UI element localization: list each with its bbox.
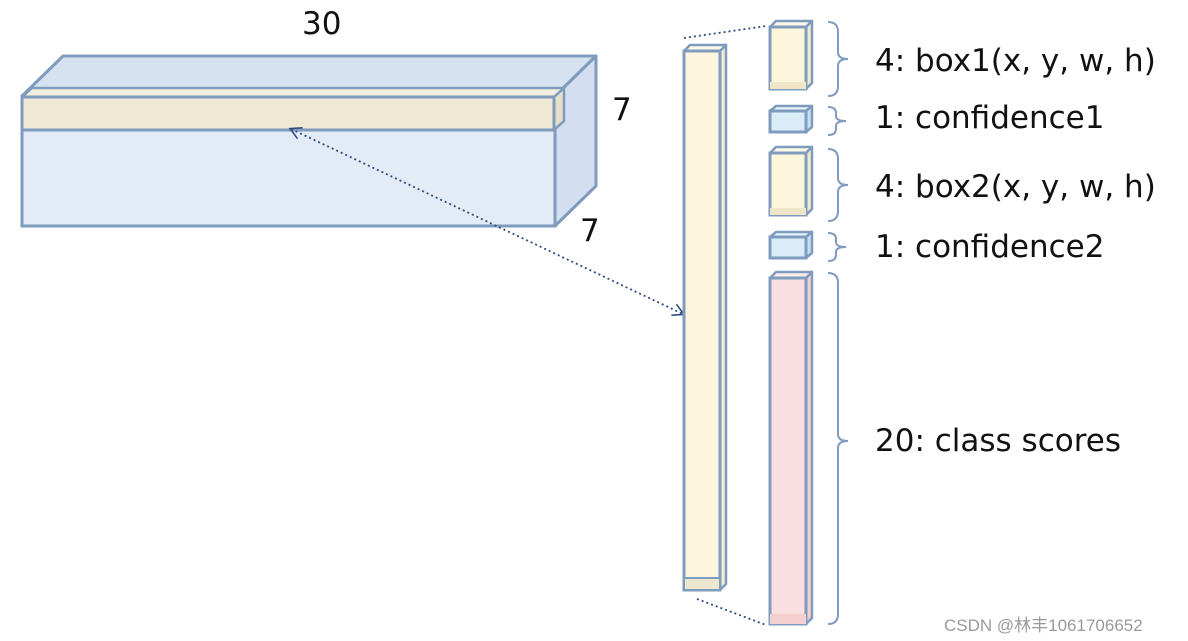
brace-confidence1	[827, 106, 847, 136]
dim-depth-label: 7	[580, 213, 600, 249]
brace-box2	[827, 148, 849, 222]
cell-vector-column	[682, 43, 728, 592]
brace-class-scores	[827, 272, 849, 625]
brace-confidence2	[827, 232, 847, 262]
expand-line-bottom	[696, 598, 767, 626]
label-box2: 4: box2(x, y, w, h)	[875, 169, 1156, 205]
vector-front-face	[682, 49, 722, 592]
dim-height-label: 7	[612, 92, 632, 128]
grid-cell-slice	[20, 86, 566, 132]
segment-box2	[768, 145, 814, 217]
cell-to-vector-link	[288, 127, 686, 316]
segment-confidence1	[768, 104, 814, 134]
label-class-scores: 20: class scores	[875, 423, 1122, 459]
segment-box1	[768, 19, 814, 91]
label-confidence2: 1: confidence2	[875, 229, 1105, 265]
segment-confidence2	[768, 230, 814, 260]
segment-class-scores	[768, 270, 814, 626]
watermark: CSDN @林丰1061706652	[944, 616, 1143, 635]
dim-width-label: 30	[302, 6, 342, 42]
braces	[827, 21, 849, 625]
vector-bottom-shade	[683, 577, 721, 591]
expand-line-top	[683, 25, 767, 39]
label-box1: 4: box1(x, y, w, h)	[875, 43, 1156, 79]
cell-slice-front	[20, 95, 556, 132]
brace-box1	[827, 21, 849, 97]
output-tensor	[20, 54, 598, 228]
label-confidence1: 1: confidence1	[875, 100, 1105, 136]
